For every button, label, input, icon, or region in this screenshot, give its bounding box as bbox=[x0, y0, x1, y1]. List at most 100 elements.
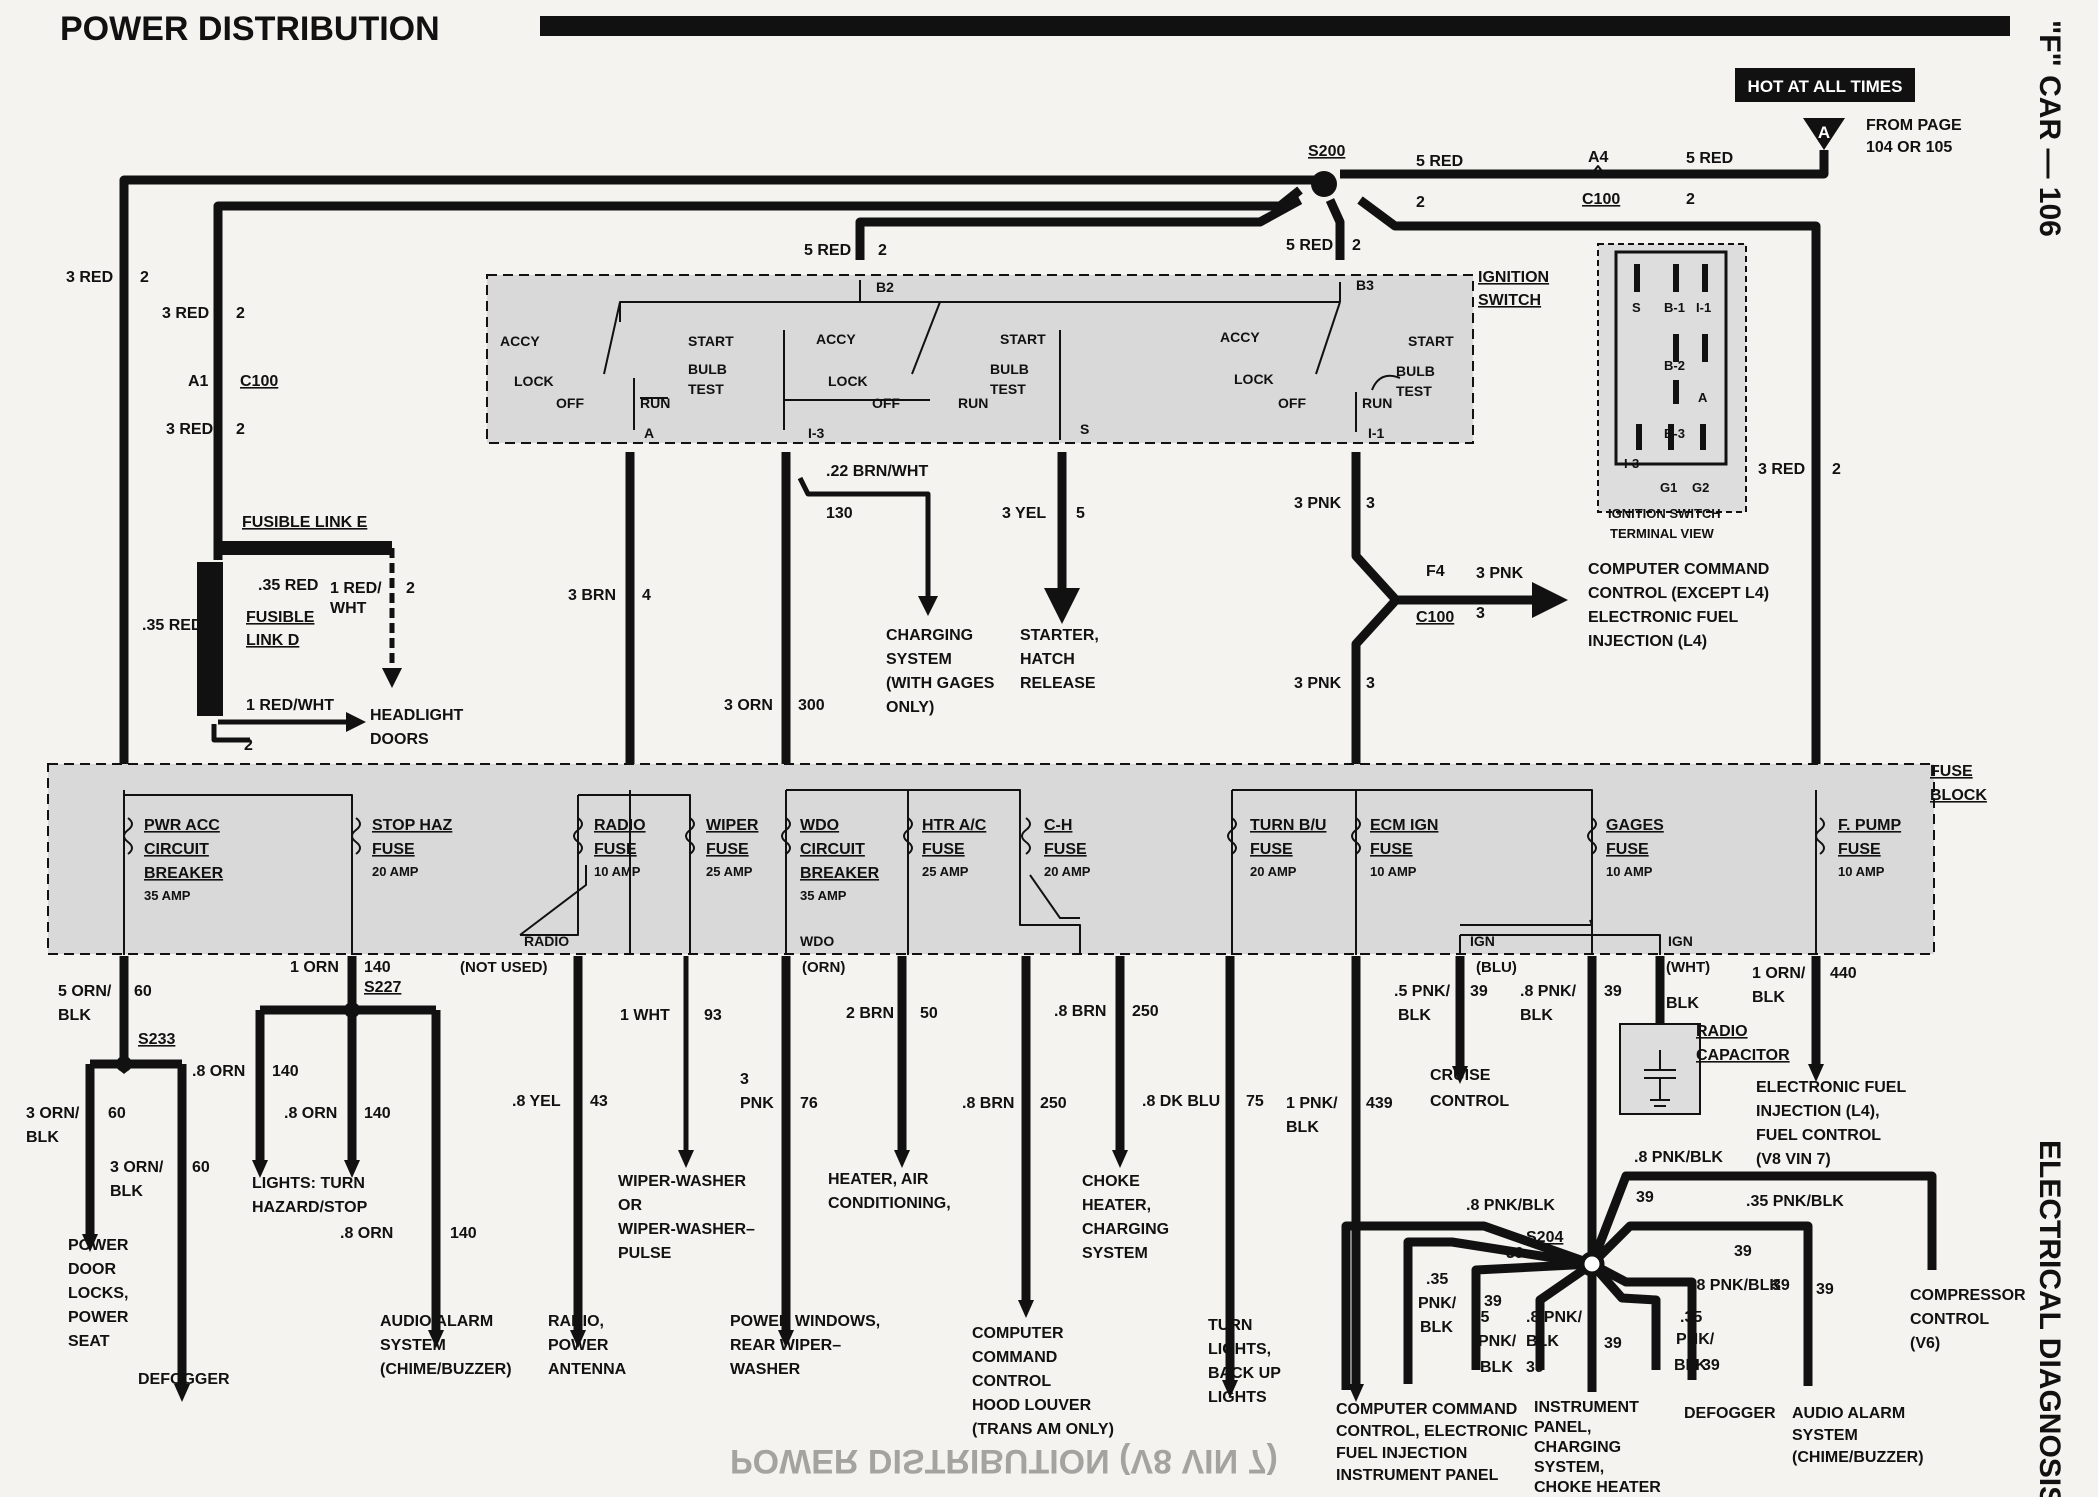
dest-comp-1: COMPRESSOR bbox=[1910, 1287, 2026, 1304]
fuse-name: F. PUMP bbox=[1838, 817, 1901, 834]
dest-cruise-1: CRUISE bbox=[1430, 1067, 1491, 1084]
dest-pw-2: REAR WIPER– bbox=[730, 1337, 841, 1354]
wire-3pnk-a-num: 3 bbox=[1366, 495, 1375, 512]
wire-b5-39: 39 bbox=[1702, 1357, 1720, 1374]
dest-choke-1: CHOKE bbox=[1082, 1173, 1140, 1190]
splice-s204-label: S204 bbox=[1526, 1229, 1563, 1246]
fl-1redwht: 1 RED/ bbox=[330, 580, 382, 597]
fuse-name: FUSE bbox=[1606, 841, 1649, 858]
wire-ecm-1pnk: 1 PNK/ bbox=[1286, 1095, 1338, 1112]
ign-accy-2: ACCY bbox=[816, 331, 856, 347]
fuse-icon bbox=[1587, 817, 1597, 855]
dest-balarm-1: AUDIO ALARM bbox=[1792, 1405, 1905, 1422]
ign-bulb-1: BULB bbox=[688, 361, 727, 377]
fuse-name: FUSE bbox=[1370, 841, 1413, 858]
wire-right-2: 2 bbox=[1832, 461, 1841, 478]
fuse-icon bbox=[351, 817, 361, 855]
wire-pwr-5orn: 5 ORN/ bbox=[58, 983, 112, 1000]
wire-radio-43: 43 bbox=[590, 1093, 608, 1110]
tv-title-1: IGNITION SWITCH bbox=[1608, 506, 1721, 521]
top-bus bbox=[119, 150, 1829, 770]
fusible-link-e: FUSIBLE LINK E bbox=[242, 514, 368, 531]
ign-test-1: TEST bbox=[688, 381, 724, 397]
fb-ign-b: IGN bbox=[1668, 933, 1693, 949]
wire-cruise-39: 39 bbox=[1470, 983, 1488, 1000]
fuse-name: HTR A/C bbox=[922, 817, 987, 834]
dest-ip-1: INSTRUMENT bbox=[1534, 1399, 1639, 1416]
fuse-name: TURN B/U bbox=[1250, 817, 1326, 834]
wire-g-blk: BLK bbox=[1520, 1007, 1553, 1024]
fuse-icon bbox=[1815, 817, 1825, 855]
fuse-name: ECM IGN bbox=[1370, 817, 1438, 834]
ignition-switch-title-1: IGNITION bbox=[1478, 269, 1549, 286]
wire-s204-b: .8 PNK/BLK bbox=[1466, 1197, 1555, 1214]
wire-g-39: 39 bbox=[1604, 983, 1622, 1000]
wire-d-blk: BLK bbox=[110, 1183, 143, 1200]
fl-2b: 2 bbox=[244, 737, 253, 754]
wire-turn-8dkblu: .8 DK BLU bbox=[1142, 1093, 1220, 1110]
wire-2b: 2 bbox=[1686, 191, 1695, 208]
dest-alarm-3: (CHIME/BUZZER) bbox=[380, 1361, 512, 1378]
conn-f4: F4 bbox=[1426, 563, 1445, 580]
fusible-link-d-1: FUSIBLE bbox=[246, 609, 315, 626]
wire-3pnk-b-num: 3 bbox=[1476, 605, 1485, 622]
dest-turn-2: LIGHTS, bbox=[1208, 1341, 1271, 1358]
wire-left-3red: 3 RED bbox=[66, 269, 113, 286]
dest-charging-1: CHARGING bbox=[886, 627, 973, 644]
wire-wdo-76: 76 bbox=[800, 1095, 818, 1112]
fuse-rating: 10 AMP bbox=[1606, 864, 1653, 879]
header-rule bbox=[540, 16, 2010, 36]
wire-s233-140: 140 bbox=[272, 1063, 299, 1080]
wire-b3: 5 RED bbox=[1286, 237, 1333, 254]
mirrored-footer: POWER DISTRIBUTION (V8 VIN 7) bbox=[730, 1442, 1278, 1480]
dest-turn-3: BACK UP bbox=[1208, 1365, 1281, 1382]
wire-b1-blk: BLK bbox=[1420, 1319, 1453, 1336]
wire-b3-num: 2 bbox=[1352, 237, 1361, 254]
wire-l-140: 140 bbox=[364, 1105, 391, 1122]
fl-35red-b: .35 RED bbox=[142, 617, 202, 634]
wire-pwr-blk: BLK bbox=[58, 1007, 91, 1024]
dest-hood-5: (TRANS AM ONLY) bbox=[972, 1421, 1114, 1438]
fuse-rating: 25 AMP bbox=[706, 864, 753, 879]
dest-charging-2: SYSTEM bbox=[886, 651, 952, 668]
wire-ecm-blk: BLK bbox=[1286, 1119, 1319, 1136]
ign-run-2: RUN bbox=[958, 395, 988, 411]
dest-efi-2: INJECTION (L4), bbox=[1756, 1103, 1880, 1120]
terminal-pins bbox=[1634, 264, 1708, 450]
tv-b2: B-2 bbox=[1664, 358, 1685, 373]
ign-lock-3: LOCK bbox=[1234, 371, 1274, 387]
dest-heater-2: CONDITIONING, bbox=[828, 1195, 951, 1212]
wire-3yel-num: 5 bbox=[1076, 505, 1085, 522]
wire-b5-35: .35 bbox=[1680, 1309, 1702, 1326]
wire-right-3red: 3 RED bbox=[1758, 461, 1805, 478]
dest-hood-3: CONTROL bbox=[972, 1373, 1051, 1390]
wire-s204-35: .35 PNK/BLK bbox=[1746, 1193, 1844, 1210]
wire-3pnk-b: 3 PNK bbox=[1476, 565, 1524, 582]
conn-c100-top: C100 bbox=[1582, 191, 1620, 208]
dest-balarm-2: SYSTEM bbox=[1792, 1427, 1858, 1444]
wire-s204-39d: 39 bbox=[1506, 1245, 1524, 1262]
wire-b2-5: .5 bbox=[1476, 1309, 1489, 1326]
s204-branches bbox=[1341, 1171, 1937, 1392]
fuse-name: CIRCUIT bbox=[144, 841, 209, 858]
ign-start-2: START bbox=[1000, 331, 1046, 347]
wire-p-blk: BLK bbox=[26, 1129, 59, 1146]
fuse-name: BREAKER bbox=[800, 865, 880, 882]
tv-title-2: TERMINAL VIEW bbox=[1610, 526, 1714, 541]
hot-badge bbox=[1735, 68, 1915, 102]
dest-radio-2: POWER bbox=[548, 1337, 609, 1354]
terminal-view-inner bbox=[1614, 250, 1728, 466]
fb-wdo: WDO bbox=[800, 933, 834, 949]
dest-bccc-4: INSTRUMENT PANEL bbox=[1336, 1467, 1499, 1484]
ign-b3: B3 bbox=[1356, 277, 1374, 293]
wire-fp-blk: BLK bbox=[1752, 989, 1785, 1006]
wire-stop-1orn: 1 ORN bbox=[290, 959, 339, 976]
conn-c100-left: C100 bbox=[240, 373, 278, 390]
